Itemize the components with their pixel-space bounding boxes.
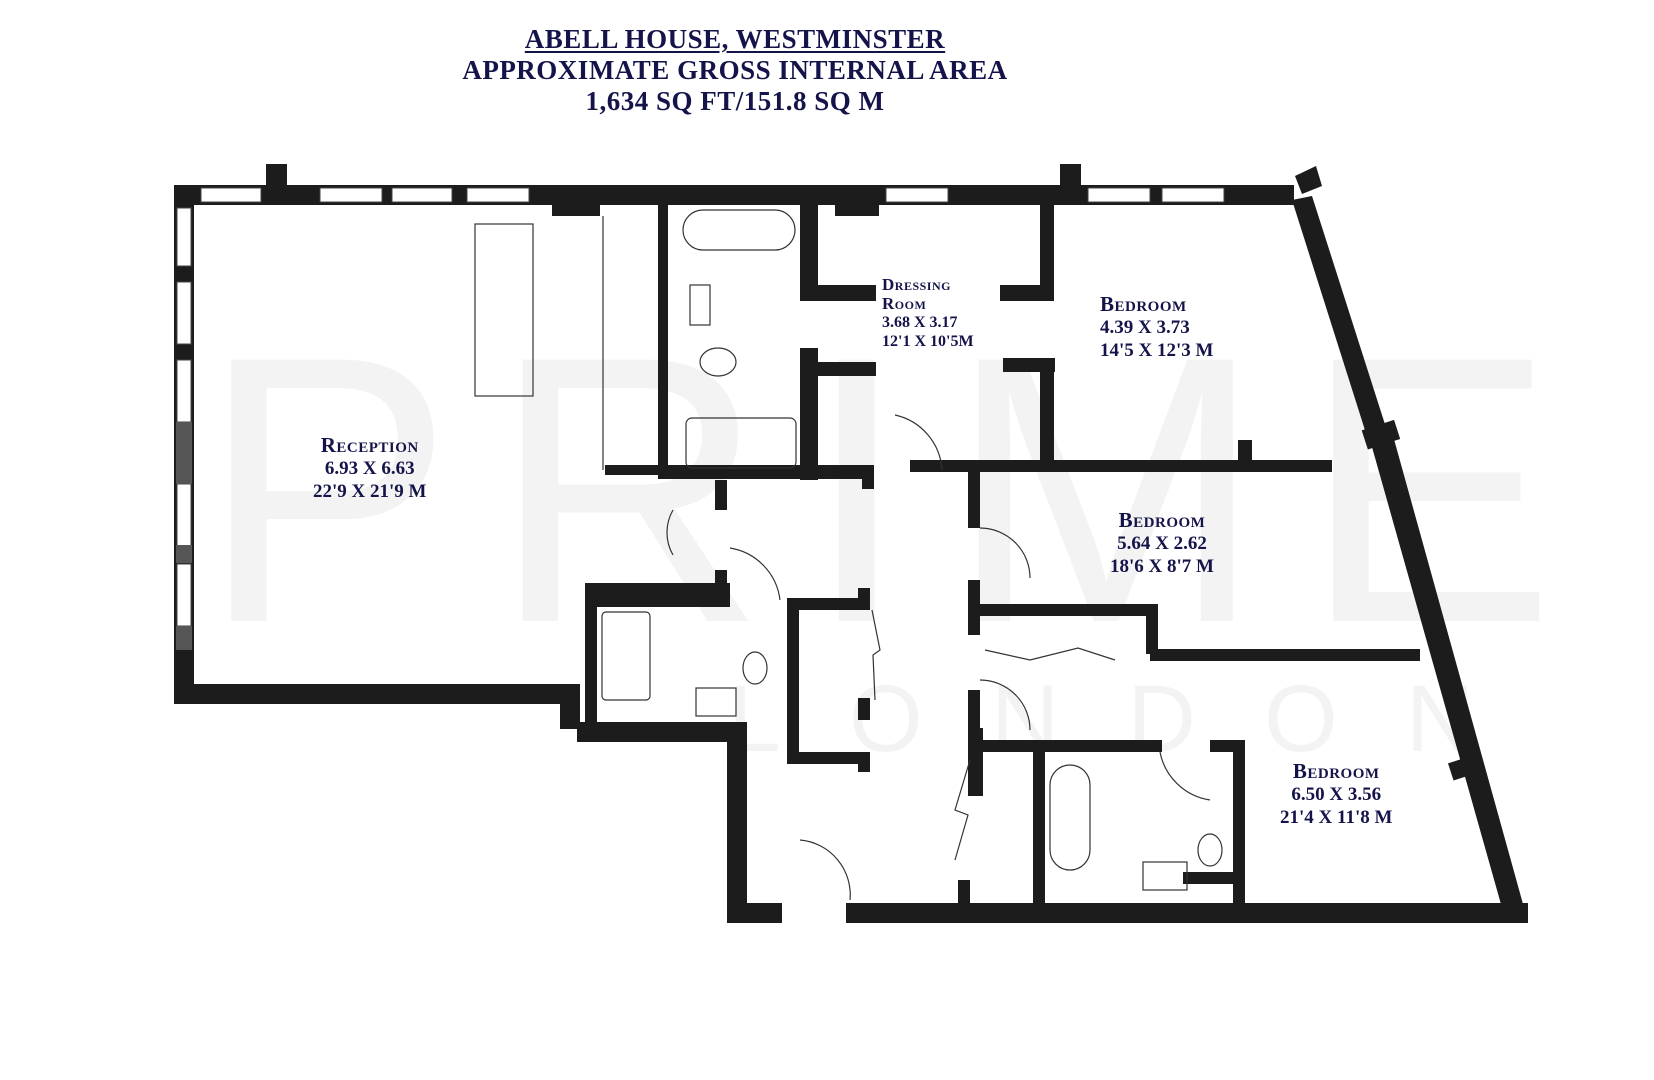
wall-shade (176, 422, 192, 650)
room-label-bedroom-3: Bedroom 6.50 X 3.56 21'4 X 11'8 M (1280, 759, 1393, 829)
area-caption: APPROXIMATE GROSS INTERNAL AREA (462, 55, 1008, 85)
area-value: 1,634 SQ FT/151.8 SQ M (585, 86, 885, 116)
room-label-bedroom-2: Bedroom 5.64 X 2.62 18'6 X 8'7 M (1110, 508, 1214, 578)
fixtures (474, 209, 1223, 901)
windows (176, 187, 1225, 627)
plan-title-block: ABELL HOUSE, WESTMINSTER APPROXIMATE GRO… (0, 24, 1470, 117)
room-label-dressing-room: Dressing Room 3.68 X 3.17 12'1 X 10'5M (882, 275, 974, 350)
property-name: ABELL HOUSE, WESTMINSTER (524, 24, 946, 54)
room-label-bedroom-1: Bedroom 4.39 X 3.73 14'5 X 12'3 M (1100, 292, 1214, 362)
room-label-reception: Reception 6.93 X 6.63 22'9 X 21'9 M (313, 433, 427, 503)
